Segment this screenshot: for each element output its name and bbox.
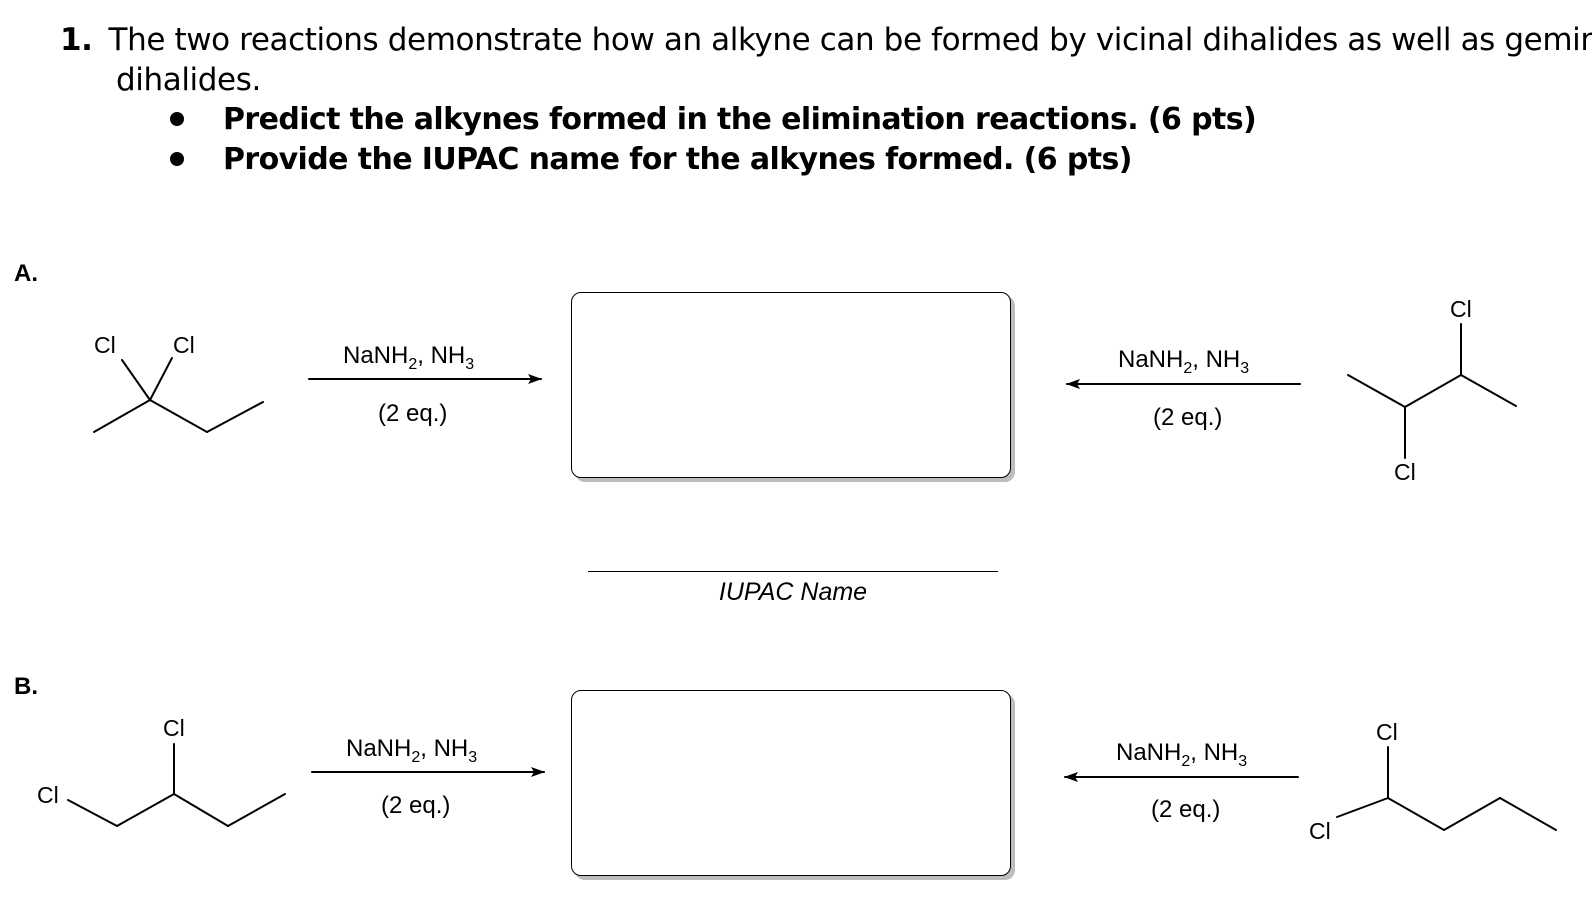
reagent-label-b-left: NaNH2, NH3 xyxy=(346,735,478,766)
molecule-a-left xyxy=(93,357,264,433)
chlorine-label: Cl xyxy=(94,332,116,358)
question-number: 1. xyxy=(60,22,93,58)
equivalents-label-a-right: (2 eq.) xyxy=(1153,404,1223,431)
molecule-a-right xyxy=(1347,323,1517,459)
question-header: 1. The two reactions demonstrate how an a… xyxy=(60,20,1592,100)
answer-box-b[interactable] xyxy=(571,690,1011,876)
chlorine-label: Cl xyxy=(1309,818,1331,844)
question-line-2: dihalides. xyxy=(116,62,261,98)
chlorine-label: Cl xyxy=(37,782,59,808)
chlorine-label: Cl xyxy=(1450,296,1472,322)
section-b-label: B. xyxy=(14,673,38,700)
section-a-label: A. xyxy=(14,260,38,287)
instruction-text: Provide the IUPAC name for the alkynes f… xyxy=(223,142,1133,177)
instruction-text: Predict the alkynes formed in the elimin… xyxy=(223,102,1257,137)
reagent-label-a-right: NaNH2, NH3 xyxy=(1118,346,1250,377)
chlorine-label: Cl xyxy=(173,332,195,358)
molecule-b-left xyxy=(67,743,286,827)
question-text: The two reactions demonstrate how an alk… xyxy=(108,22,1592,58)
iupac-name-label: IUPAC Name xyxy=(718,578,868,606)
equivalents-label-b-right: (2 eq.) xyxy=(1151,796,1221,823)
chlorine-label: Cl xyxy=(1376,719,1398,745)
equivalents-label-b-left: (2 eq.) xyxy=(381,792,451,819)
iupac-name-line[interactable] xyxy=(588,571,998,572)
bullet-icon xyxy=(170,112,184,126)
chlorine-label: Cl xyxy=(1394,459,1416,485)
reagent-label-a-left: NaNH2, NH3 xyxy=(343,342,475,373)
chlorine-label: Cl xyxy=(163,715,185,741)
equivalents-label-a-left: (2 eq.) xyxy=(378,400,448,427)
question-line-1: 1. The two reactions demonstrate how an a… xyxy=(60,20,1592,60)
answer-box-a[interactable] xyxy=(571,292,1011,478)
molecule-b-right xyxy=(1336,746,1557,831)
reagent-label-b-right: NaNH2, NH3 xyxy=(1116,739,1248,770)
bullet-icon xyxy=(170,152,184,166)
